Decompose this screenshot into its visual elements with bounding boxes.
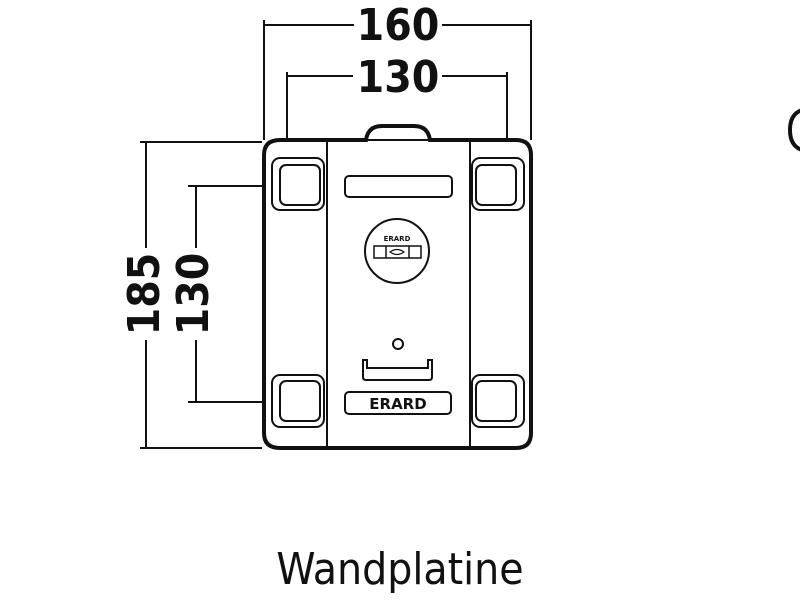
screw-hole xyxy=(392,338,404,350)
drawing-caption: Wandplatine xyxy=(276,544,523,595)
mounting-slot-top-left xyxy=(271,157,325,211)
inner-width-label: 130 xyxy=(357,52,440,103)
brand-label-box xyxy=(344,391,452,415)
hook-slot xyxy=(362,359,433,381)
plate-outline xyxy=(262,124,533,450)
mounting-slot-bottom-right xyxy=(471,374,525,428)
dimension-overall-width xyxy=(263,20,532,140)
mounting-slot-bottom-left xyxy=(271,374,325,428)
inner-height-label: 130 xyxy=(168,253,219,336)
mounting-slot-top-right xyxy=(471,157,525,211)
level-logo: ERARD xyxy=(384,235,411,243)
spirit-level: ERARD xyxy=(364,218,430,284)
brand-label-text: ERARD xyxy=(369,395,426,413)
top-slot xyxy=(344,175,453,198)
dimension-overall-height xyxy=(140,141,262,449)
overall-height-label: 185 xyxy=(119,253,170,336)
overall-width-label: 160 xyxy=(357,0,440,51)
plate-center-panel xyxy=(326,139,471,449)
cropped-glyph xyxy=(787,108,800,152)
wall-plate: ERARD ERARD xyxy=(262,124,533,450)
